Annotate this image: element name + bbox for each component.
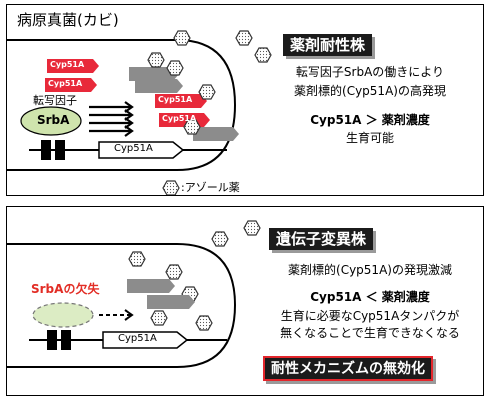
description-line: 無くなることで生育できなくなる	[280, 326, 460, 340]
azole-drug-icon	[183, 119, 201, 135]
description-line: 生育に必要なCyp51Aタンパクが	[280, 309, 460, 323]
promoter-box	[61, 330, 71, 350]
cyp51a-gene-arrow	[102, 331, 189, 349]
mutant-strain-badge: 遺伝子変異株	[269, 228, 374, 250]
cyp51a-protein-red	[155, 94, 207, 108]
promoter-box	[47, 330, 57, 350]
weak-activation-arrow	[99, 309, 134, 321]
cyp51a-protein-gray	[127, 279, 175, 293]
cyp51a-protein-label: Cyp51A	[158, 95, 193, 104]
srba-deleted	[32, 302, 94, 328]
cyp51a-gene-label: Cyp51A	[118, 333, 157, 344]
mutant-strain-panel: SrbAの欠失 Cyp51A 遺伝子変異株 薬剤標的(Cyp51A)の発現激減 …	[6, 206, 484, 396]
activation-arrows	[89, 101, 134, 137]
description-line: 薬剤標的(Cyp51A)の発現激減	[288, 263, 452, 277]
transcription-factor-label: 転写因子	[33, 94, 77, 107]
resistant-strain-panel: Cyp51A Cyp51A Cyp51A Cyp51A 病原真菌(カビ) 転写因…	[6, 4, 484, 196]
cyp51a-protein-gray	[129, 67, 179, 81]
azole-drug-icon	[173, 30, 191, 46]
azole-drug-icon	[128, 251, 146, 267]
comparison-line: Cyp51A ＞ 薬剤濃度	[310, 113, 430, 127]
azole-drug-icon	[198, 84, 216, 100]
cyp51a-protein-label: Cyp51A	[48, 79, 83, 88]
mutant-strain-illustration	[7, 220, 261, 368]
azole-drug-icon	[166, 60, 184, 76]
cyp51a-protein-gray	[135, 79, 183, 93]
resistant-strain-illustration	[7, 30, 272, 195]
cyp51a-protein-red	[47, 59, 99, 73]
cyp51a-gene-arrow	[98, 141, 185, 159]
cyp51a-gene-label: Cyp51A	[114, 143, 153, 154]
promoter-box	[55, 140, 65, 160]
azole-drug-icon	[195, 315, 213, 331]
fungal-cell-outline	[7, 243, 237, 368]
azole-drug-icon	[254, 47, 272, 63]
azole-drug-icon	[165, 264, 183, 280]
cyp51a-protein-gray	[147, 295, 195, 309]
srba-deletion-label: SrbAの欠失	[31, 282, 100, 296]
azole-drug-icon	[211, 231, 229, 247]
growth-status: 生育可能	[345, 131, 394, 145]
srba-label: SrbA	[37, 113, 70, 127]
cyp51a-protein-red	[45, 78, 97, 92]
azole-legend-label: :アゾール薬	[181, 181, 240, 194]
cyp51a-protein-gray	[193, 127, 239, 141]
promoter-box	[41, 140, 51, 160]
cyp51a-protein-label: Cyp51A	[162, 114, 197, 123]
resistant-strain-badge: 薬剤耐性株	[283, 34, 373, 56]
azole-drug-icon	[147, 52, 165, 68]
azole-drug-icon	[150, 310, 168, 326]
azole-legend-icon	[162, 180, 180, 195]
description-line: 薬剤標的(Cyp51A)の高発現	[294, 84, 446, 98]
fungal-cell-outline	[7, 39, 237, 171]
comparison-line: Cyp51A ＜ 薬剤濃度	[310, 290, 430, 304]
azole-drug-icon	[243, 220, 261, 236]
mechanism-disabled-badge: 耐性メカニズムの無効化	[263, 356, 433, 381]
cyp51a-protein-label: Cyp51A	[50, 60, 85, 69]
azole-drug-icon	[235, 30, 253, 46]
description-line: 転写因子SrbAの働きにより	[295, 65, 445, 79]
srba-transcription-factor	[20, 106, 82, 136]
pathogenic-fungus-title: 病原真菌(カビ)	[17, 11, 119, 29]
